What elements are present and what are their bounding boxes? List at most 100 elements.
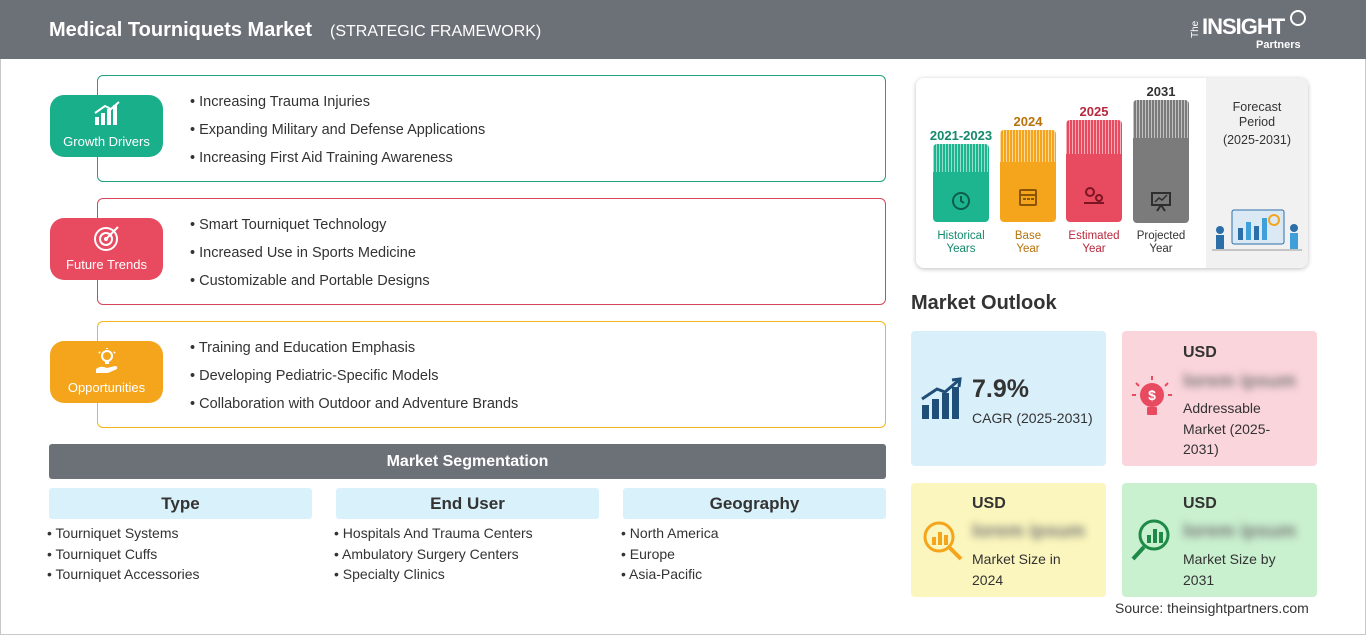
badge-label: Future Trends [66,257,147,272]
logo-ring-icon [1290,10,1306,26]
year-label: 2021-2023 [929,128,993,143]
list-item: North America [621,525,719,546]
forecast-line2: Period [1238,115,1276,129]
caption-line1: Base [1014,230,1042,242]
year-label: 2025 [1079,104,1109,119]
size2024-desc1: Market Size in [972,551,1061,567]
forecast-line3: (2025-2031) [1222,133,1292,147]
list-item: Increasing Trauma Injuries [190,94,485,122]
logo-partners: Partners [1256,39,1301,51]
bar-chart-growth-icon [94,101,120,125]
header-bar: Medical Tourniquets Market (STRATEGIC FR… [0,0,1366,59]
list-item: Customizable and Portable Designs [190,273,430,301]
list-item: Expanding Military and Defense Applicati… [190,122,485,150]
magnifier-chart-icon [1131,519,1170,561]
clock-history-icon [952,192,970,210]
market-outlook-title: Market Outlook [911,292,1057,314]
addressable-usd: USD [1183,344,1217,361]
growth-drivers-badge: Growth Drivers [50,95,163,157]
growth-chart-icon [921,377,962,419]
size2031-desc1: Market Size by [1183,551,1276,567]
future-trends-badge: Future Trends [50,218,163,280]
timeline-card: Forecast Period (2025-2031) 2021-2023 Hi… [916,78,1308,268]
list-item: Tourniquet Cuffs [47,546,200,567]
calendar-icon [1019,189,1037,206]
segment-geography-header: Geography [623,488,886,519]
list-item: Developing Pediatric-Specific Models [190,368,518,396]
badge-label: Opportunities [67,380,146,395]
list-item: Asia-Pacific [621,566,719,587]
forecast-period-panel: Forecast Period (2025-2031) [1206,78,1308,268]
list-item: Increasing First Aid Training Awareness [190,150,485,178]
addressable-desc2: Market (2025- [1183,420,1271,437]
list-item: Europe [621,546,719,567]
caption-line2: Years [946,243,976,255]
addressable-desc3: 2031) [1183,441,1219,457]
growth-drivers-box: Increasing Trauma Injuries Expanding Mil… [97,75,886,182]
size2024-usd: USD [972,495,1006,512]
lightbulb-dollar-icon: $ [1132,376,1172,415]
size2031-usd: USD [1183,495,1217,512]
size2024-desc2: 2024 [972,571,1004,588]
list-item: Ambulatory Surgery Centers [334,546,533,567]
timeline-estimated: 2025 Estimated Year [1066,104,1122,261]
timeline-bar [933,144,989,222]
segment-end-user-list: Hospitals And Trauma Centers Ambulatory … [334,525,533,587]
timeline-base: 2024 Base Year [1000,114,1056,261]
market-segmentation-title: Market Segmentation [49,444,886,479]
size2031-desc2: 2031 [1183,571,1215,588]
list-item: Training and Education Emphasis [190,340,518,368]
size2031-blurred-value: lorem ipsum [1183,521,1296,542]
source-link[interactable]: Source: theinsightpartners.com [1115,600,1309,616]
presentation-board-icon [1151,192,1171,212]
cagr-label: CAGR (2025-2031) [972,410,1093,426]
segment-end-user-header: End User [336,488,599,519]
cagr-value: 7.9% [972,375,1029,403]
list-item: Tourniquet Systems [47,525,200,546]
list-item: Collaboration with Outdoor and Adventure… [190,396,518,424]
size2024-blurred-value: lorem ipsum [972,521,1085,542]
page-title: Medical Tourniquets Market [49,19,313,41]
cagr-card: 7.9% CAGR (2025-2031) [911,331,1106,466]
timeline-projected: 2031 Projected Year [1133,84,1189,261]
timeline-bar [1000,130,1056,222]
addressable-desc1: Addressable [1183,400,1261,416]
hand-lightbulb-icon [96,348,118,373]
year-label: 2024 [1013,114,1043,129]
svg-text:$: $ [1148,387,1156,403]
page-subtitle: (STRATEGIC FRAMEWORK) [330,23,542,40]
target-icon [94,226,119,251]
caption-line1: Estimated [1068,230,1120,242]
segment-type-list: Tourniquet Systems Tourniquet Cuffs Tour… [47,525,200,587]
segment-type-header: Type [49,488,312,519]
opportunities-badge: Opportunities [50,341,163,403]
caption-line2: Year [1016,243,1040,255]
timeline-historical: 2021-2023 Historical Years [930,126,992,261]
caption-line1: Historical [937,230,985,242]
list-item: Specialty Clinics [334,566,533,587]
market-size-2031-card: USD lorem ipsum Market Size by 2031 [1122,483,1317,597]
list-item: Tourniquet Accessories [47,566,200,587]
gears-chart-icon [1084,187,1104,204]
logo-the: The [1190,20,1201,38]
future-trends-box: Smart Tourniquet Technology Increased Us… [97,198,886,305]
addressable-blurred-value: lorem ipsum [1183,371,1296,392]
segment-geography-list: North America Europe Asia-Pacific [621,525,719,587]
caption-line2: Year [1082,243,1106,255]
forecast-line1: Forecast [1232,100,1282,114]
list-item: Smart Tourniquet Technology [190,217,430,245]
badge-label: Growth Drivers [63,134,150,149]
timeline-bar [1133,100,1189,223]
magnifier-chart-icon [923,521,963,561]
list-item: Increased Use in Sports Medicine [190,245,430,273]
caption-line1: Projected [1136,230,1186,242]
insight-partners-logo[interactable]: The INSIGHT Partners [1190,8,1310,54]
year-label: 2031 [1146,84,1176,99]
addressable-market-card: $ USD lorem ipsum Addressable Market (20… [1122,331,1317,466]
timeline-bar [1066,120,1122,222]
market-size-2024-card: USD lorem ipsum Market Size in 2024 [911,483,1106,597]
caption-line2: Year [1149,243,1173,255]
list-item: Hospitals And Trauma Centers [334,525,533,546]
opportunities-box: Training and Education Emphasis Developi… [97,321,886,428]
analytics-people-icon [1212,209,1302,251]
